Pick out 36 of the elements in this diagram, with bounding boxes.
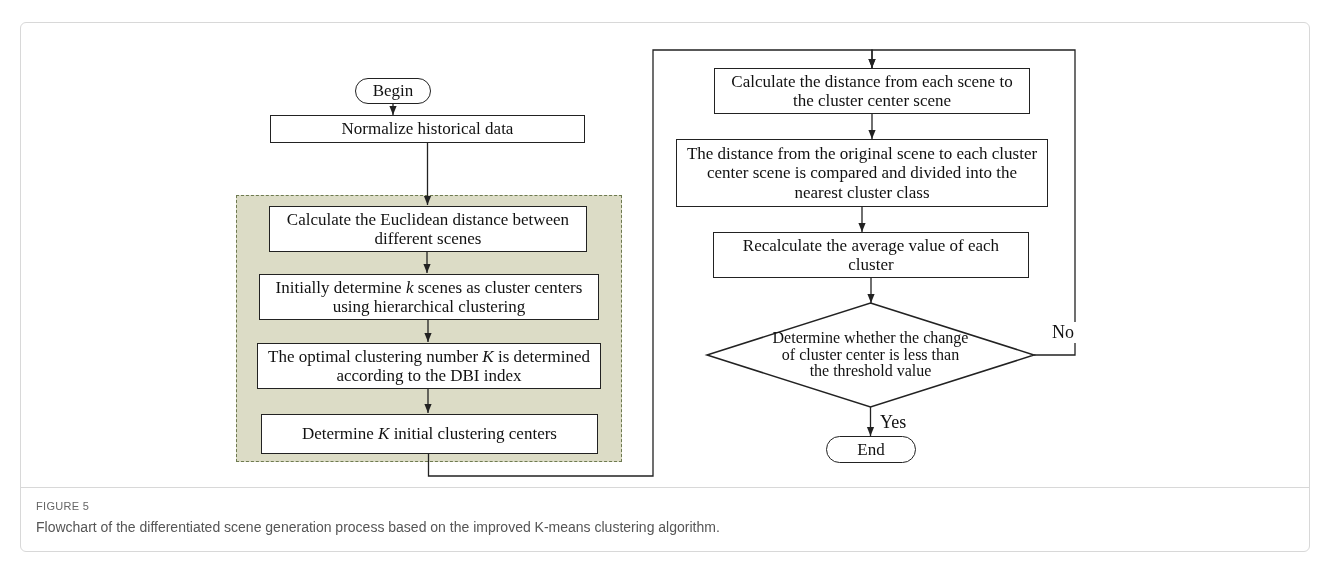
arrow [424, 387, 432, 414]
node-text: Calculate the distance from each scene to the cluster center scene [730, 71, 1014, 111]
arrow [867, 277, 875, 304]
process-box [714, 68, 1030, 114]
process-box [261, 414, 598, 454]
arrow [424, 318, 432, 343]
node-text: End [857, 440, 885, 459]
dashed-group-box [236, 195, 622, 462]
terminal-box [826, 436, 916, 463]
arrow [423, 142, 432, 206]
node-text: Normalize historical data [341, 119, 514, 139]
node-text: Recalculate the average value of each cluster [741, 235, 1001, 275]
figure-title: FIGURE 5 [36, 500, 90, 512]
node-text: Initially determine k scenes as cluster centers using hierarchical clustering [274, 277, 584, 317]
process-box [270, 115, 585, 143]
arrow [868, 49, 1076, 356]
arrow [866, 406, 875, 437]
node-text: Determine whether the change of cluster center is less than the threshold value [771, 329, 970, 381]
process-box [269, 206, 587, 252]
process-box [257, 343, 601, 389]
node-text: Begin [372, 81, 414, 101]
process-box [676, 139, 1048, 207]
decision-diamond [707, 303, 1034, 407]
node-text: The optimal clustering number K is determined according to the DBI index [267, 346, 591, 386]
node-text: Calculate the Euclidean distance between different scenes [285, 209, 571, 249]
terminal-box [355, 78, 431, 104]
node-text: Determine K initial clustering centers [302, 424, 557, 444]
process-box [259, 274, 599, 320]
edge-label: No [1050, 322, 1076, 343]
node-text: The distance from the original scene to each cluster center scene is compared and divided into the nearest cluster class [685, 144, 1039, 202]
arrow [858, 206, 866, 233]
process-box [713, 232, 1029, 278]
figure-caption: Flowchart of the differentiated scene generation process based on the improved K-means clustering algorithm. [36, 519, 720, 535]
arrow [423, 250, 431, 274]
arrow [389, 103, 397, 116]
arrow [868, 113, 876, 140]
